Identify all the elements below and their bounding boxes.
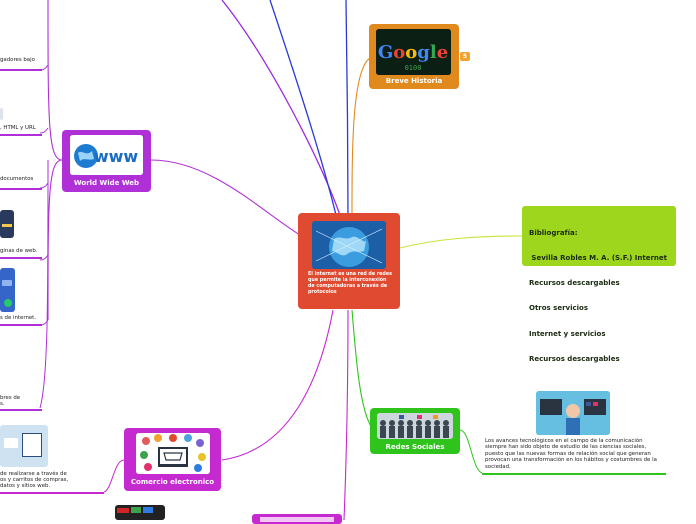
browser-thumbnail-icon — [0, 210, 14, 238]
www-spine-top — [47, 0, 63, 161]
www-globe-icon: www — [70, 135, 143, 175]
connector-social — [351, 309, 373, 429]
bibliography-line: Recursos descargables — [529, 279, 620, 288]
www-spine-bottom — [47, 159, 63, 321]
fragment-text: datos y sitios web. — [0, 483, 51, 489]
network-thumbnail-icon — [0, 268, 15, 312]
topic-badge-count[interactable]: 5 — [460, 52, 470, 61]
topic-label: Comercio electronico — [130, 478, 215, 486]
social-media-illustration-icon — [536, 391, 610, 435]
fragment-text: s. — [0, 401, 5, 407]
svg-text:www: www — [94, 147, 139, 166]
fragment-underline-4 — [0, 257, 42, 259]
connector-top-blue2 — [345, 0, 349, 216]
central-text: El internet es una red de redes que perm… — [308, 272, 392, 295]
fragment-underline-3 — [0, 188, 42, 190]
branch-commerce-note — [103, 459, 125, 493]
branch-f6 — [39, 159, 49, 409]
topic-label: World Wide Web — [73, 179, 140, 187]
fragment-text: de realizarse a través de — [0, 471, 67, 477]
fragment-text: ginas de web. — [0, 248, 38, 254]
svg-text:Google: Google — [378, 42, 448, 63]
bibliography-node[interactable]: Bibliografía: Sevilla Robles M. A. (S.F.… — [522, 206, 676, 363]
connector-bottom — [343, 309, 349, 520]
fragment-underline-6 — [0, 409, 42, 411]
bibliography-line: Internet y servicios — [529, 329, 606, 338]
topic-partial-bottom[interactable] — [252, 514, 342, 524]
ecommerce-thumbnail-icon — [0, 425, 48, 467]
fragment-text: os y carritos de compras, — [0, 477, 69, 483]
topic-comercio-electronico[interactable]: Comercio electronico — [124, 428, 221, 491]
fragment-underline-1 — [0, 69, 42, 71]
connector-history — [351, 57, 371, 216]
people-network-icon — [377, 413, 453, 439]
globe-icon — [312, 221, 386, 269]
shopping-cart-icon — [136, 433, 210, 474]
fragment-text: bres de — [0, 395, 21, 401]
google-logo-icon: Google 0100 — [376, 29, 451, 75]
topic-breve-historia[interactable]: Google 0100 Breve Historia — [369, 24, 459, 89]
connector-bibliography — [399, 235, 523, 249]
connector-top-purple — [221, 0, 341, 216]
fragment-text: s de internet. — [0, 315, 36, 321]
bibliography-line: Recursos descargables — [529, 354, 620, 363]
fragment-text: , HTML y URL — [0, 125, 36, 131]
connector-top-blue — [269, 0, 337, 216]
bibliography-text: Bibliografía: Sevilla Robles M. A. (S.F.… — [529, 212, 667, 380]
connector-commerce — [221, 309, 334, 461]
connector-www — [150, 159, 301, 236]
topic-world-wide-web[interactable]: www World Wide Web — [62, 130, 151, 192]
social-note-text: Los avances tecnológicos en el campo de … — [485, 438, 657, 470]
bibliography-line: Otros servicios — [529, 304, 589, 313]
streaming-thumbnail-icon — [115, 505, 165, 520]
central-topic[interactable]: El internet es una red de redes que perm… — [298, 213, 400, 309]
branch-social-note — [459, 429, 483, 474]
svg-text:0100: 0100 — [405, 64, 422, 72]
fragment-text: documentos — [0, 176, 34, 182]
fragment-text: gadores bajo — [0, 57, 35, 63]
fragment-underline-2 — [0, 134, 42, 136]
bibliography-line: Sevilla Robles M. A. (S.F.) Internet — [529, 254, 667, 263]
branch-f2 — [39, 127, 49, 134]
topic-redes-sociales[interactable]: Redes Sociales — [370, 408, 460, 454]
document-thumbnail-icon — [0, 108, 3, 120]
fragment-underline-7 — [0, 492, 104, 494]
bibliography-line: Bibliografía: — [529, 228, 578, 237]
topic-label: Breve Historia — [385, 77, 443, 85]
fragment-underline-5 — [0, 324, 42, 326]
topic-label: Redes Sociales — [385, 443, 445, 451]
social-note-underline — [482, 473, 666, 475]
